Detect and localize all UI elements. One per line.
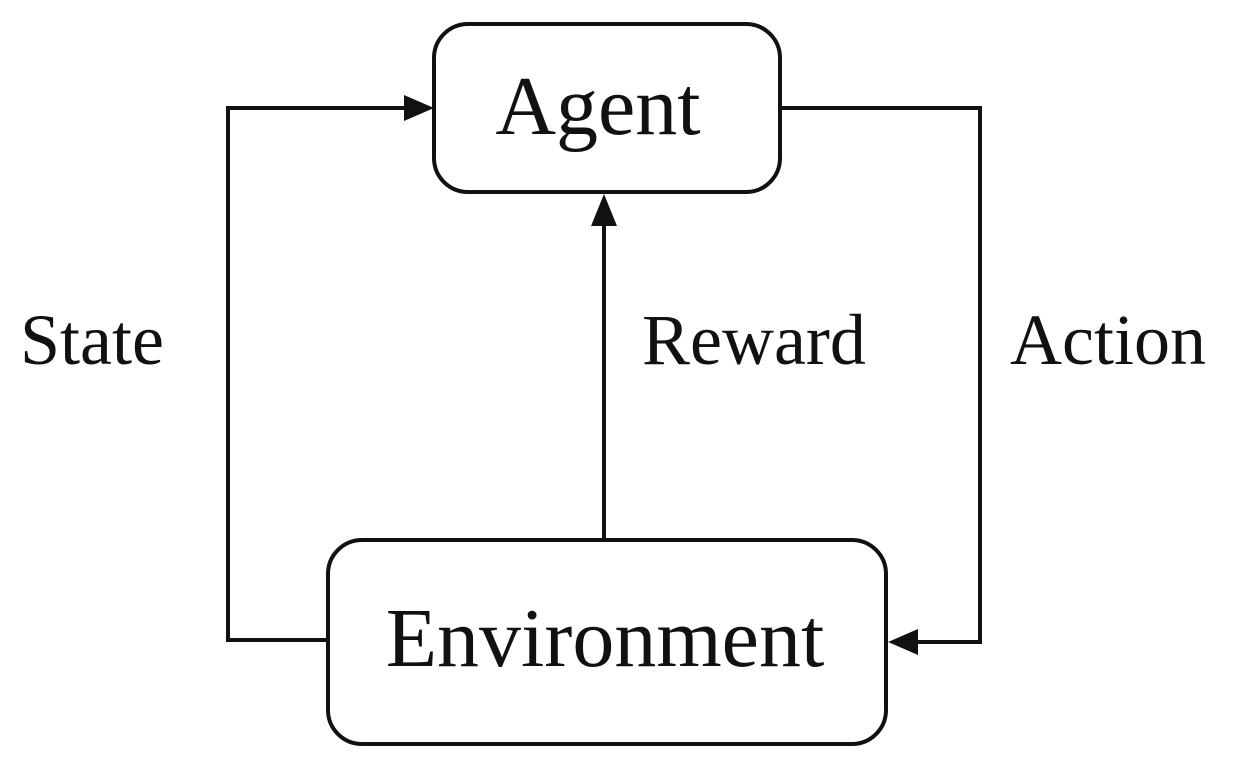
action-edge-line — [780, 106, 982, 644]
action-edge-arrowhead — [888, 629, 918, 655]
environment-box — [326, 538, 888, 746]
action-edge — [780, 106, 982, 655]
agent-node: Agent — [432, 22, 782, 194]
state-edge-arrowhead — [404, 95, 434, 121]
reward-edge-label: Reward — [642, 300, 866, 380]
state-edge — [226, 95, 434, 642]
reward-edge — [591, 194, 617, 540]
environment-label: Environment — [386, 592, 825, 685]
agent-label: Agent — [495, 60, 700, 153]
environment-node: Environment — [326, 538, 888, 746]
agent-box — [432, 22, 782, 194]
state-edge-label: State — [20, 300, 164, 380]
reward-edge-arrowhead — [591, 194, 617, 226]
state-edge-line — [226, 106, 410, 642]
action-edge-label: Action — [1010, 300, 1206, 380]
